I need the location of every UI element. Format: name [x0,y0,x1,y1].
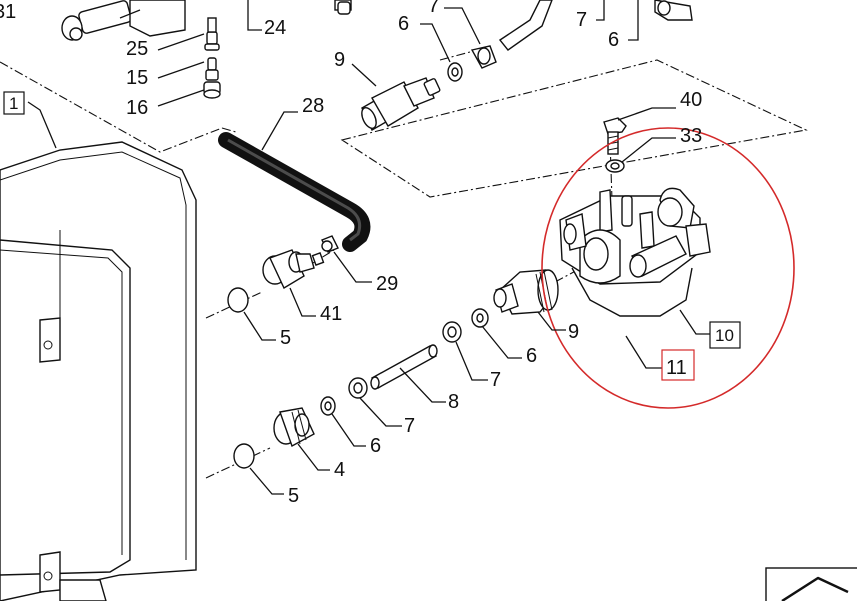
callout-24: 24 [264,17,286,39]
washer-33 [605,159,625,173]
fitting-9-mid [493,269,559,315]
callout-6-mid: 6 [526,345,537,367]
callout-labels: 31 24 25 15 16 6 7 7 6 9 28 1 40 33 29 4… [0,0,741,507]
callout-9-top: 9 [334,49,345,71]
leader-lines [27,0,710,495]
callout-16: 16 [126,97,148,119]
callout-7-top: 7 [428,0,439,17]
o-ring-5-mid [227,287,249,313]
callout-5-low: 5 [288,485,299,507]
highlight-circle [541,127,795,409]
rings-6-7-mid [442,308,489,343]
callout-40: 40 [680,89,702,111]
callout-4: 4 [334,459,345,481]
callout-7-topright: 7 [576,9,587,31]
top-bolt [334,0,352,15]
callout-28: 28 [302,95,324,117]
top-pipe [498,0,553,51]
callout-15: 15 [126,67,148,89]
callout-1: 1 [9,94,18,113]
rings-6-7-low [320,377,368,416]
bolt-40 [603,117,627,155]
top-right-fitting [654,0,693,21]
callout-11: 11 [666,357,687,379]
o-ring-5-low [233,443,255,469]
callout-33: 33 [680,125,702,147]
fitting-9-top [361,77,441,131]
callout-8: 8 [448,391,459,413]
callout-7-mid: 7 [490,369,501,391]
callout-9-mid: 9 [568,321,579,343]
hose-28 [218,132,371,252]
top-left-valve [61,0,186,41]
callout-31: 31 [0,1,16,23]
callout-11-box [661,349,695,381]
control-box-1 [0,141,197,601]
small-rings-top [447,45,497,82]
fitting-41 [262,249,325,289]
callout-10-box [709,321,741,349]
orientation-arrow-icon [765,567,857,601]
callout-1-box [3,91,25,115]
pipe-8 [370,344,438,390]
callout-7-low: 7 [404,415,415,437]
filter-head-assembly [559,187,711,317]
fitting-4 [273,407,315,448]
callout-10: 10 [715,326,734,345]
callout-6-low: 6 [370,435,381,457]
washer-29 [321,235,339,253]
callout-5-mid: 5 [280,327,291,349]
stacked-fittings-15-16-25 [203,17,221,99]
callout-29: 29 [376,273,398,295]
callout-6-topright: 6 [608,29,619,51]
callout-41: 41 [320,303,342,325]
callout-6-top: 6 [398,13,409,35]
callout-25: 25 [126,38,148,60]
